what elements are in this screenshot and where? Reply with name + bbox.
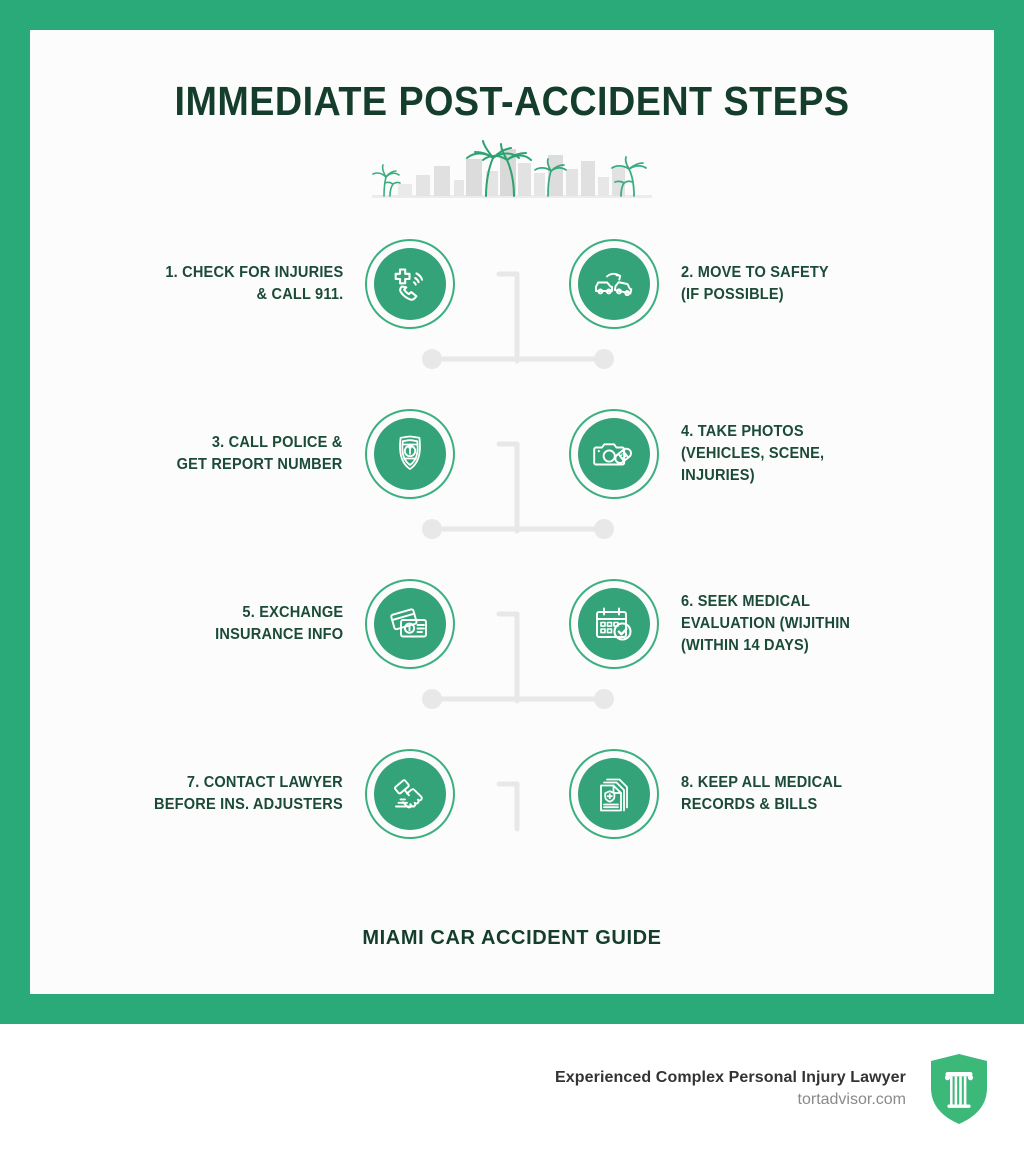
step-row-3: 5. EXCHANGE INSURANCE INFO	[30, 569, 994, 679]
step-1-line-1: 1. CHECK FOR INJURIES	[164, 264, 343, 281]
card-footer-title: MIAMI CAR ACCIDENT GUIDE	[362, 927, 662, 949]
brand-text-block: Experienced Complex Personal Injury Lawy…	[555, 1069, 906, 1109]
phone-medical-cross-icon	[394, 268, 424, 301]
step-4-label-wrap: 4. TAKE PHOTOS (VEHICLES, SCENE, INJURIE…	[663, 421, 994, 487]
brand-url[interactable]: tortadvisor.com	[797, 1091, 906, 1108]
step-row-2: 3. CALL POLICE & GET REPORT NUMBER	[30, 399, 994, 509]
infographic-poster: IMMEDIATE POST-ACCIDENT STEPS	[0, 0, 1024, 1024]
step-6-line-3: (WITHIN 14 DAYS)	[681, 637, 810, 654]
step-2-line-1: 2. MOVE TO SAFETY	[681, 264, 829, 281]
step-5-icon-slot	[361, 579, 459, 669]
step-7-disc	[374, 758, 447, 830]
step-7-line-1: 7. CONTACT LAWYER	[186, 774, 343, 791]
step-2-ring	[568, 239, 659, 329]
step-3-icon-slot	[361, 409, 459, 499]
step-5-label-wrap: 5. EXCHANGE INSURANCE INFO	[30, 602, 361, 646]
step-7-label: 7. CONTACT LAWYER BEFORE INS. ADJUSTERS	[154, 772, 343, 816]
step-8-disc	[577, 758, 650, 830]
handshake-gavel-icon	[394, 779, 423, 809]
step-4-disc	[577, 418, 650, 490]
step-row-4: 7. CONTACT LAWYER BEFORE INS. ADJUSTERS	[30, 739, 994, 849]
step-5-ring	[365, 579, 456, 669]
step-5-line-1: 5. EXCHANGE	[242, 604, 343, 621]
step-2-circle[interactable]	[568, 239, 659, 329]
step-1-line-2: & CALL 911.	[256, 286, 343, 303]
step-3-line-2: GET REPORT NUMBER	[176, 456, 343, 473]
step-5-label: 5. EXCHANGE INSURANCE INFO	[215, 602, 343, 646]
miami-skyline-icon	[372, 140, 652, 198]
brand-tagline: Experienced Complex Personal Injury Lawy…	[555, 1069, 906, 1086]
brand-bar: Experienced Complex Personal Injury Lawy…	[0, 1024, 1024, 1154]
step-8-circle[interactable]	[568, 749, 659, 839]
step-2-line-2: (IF POSSIBLE)	[681, 286, 784, 303]
step-2-icon-slot	[565, 239, 663, 329]
step-3-disc	[374, 418, 447, 490]
step-4-line-3: INJURIES)	[681, 467, 755, 484]
step-8-line-2: RECORDS & BILLS	[681, 796, 818, 813]
step-1-ring	[365, 239, 456, 329]
medical-records-documents-icon	[600, 778, 628, 812]
step-8-line-1: 8. KEEP ALL MEDICAL	[681, 774, 843, 791]
calendar-check-icon	[595, 607, 632, 641]
step-5-disc	[374, 588, 447, 660]
steps-grid: 1. CHECK FOR INJURIES & CALL 911.	[30, 229, 994, 849]
step-1-disc	[374, 248, 447, 320]
step-6-line-2: EVALUATION (WIJITHIN	[681, 615, 851, 632]
step-2-label: 2. MOVE TO SAFETY (IF POSSIBLE)	[681, 262, 829, 306]
step-7-ring	[365, 749, 456, 839]
step-2-disc	[577, 248, 650, 320]
step-3-line-1: 3. CALL POLICE &	[212, 434, 343, 451]
step-6-label: 6. SEEK MEDICAL EVALUATION (WIJITHIN (WI…	[681, 591, 850, 657]
step-1-label-wrap: 1. CHECK FOR INJURIES & CALL 911.	[30, 262, 361, 306]
step-row-1: 1. CHECK FOR INJURIES & CALL 911.	[30, 229, 994, 339]
step-7-line-2: BEFORE INS. ADJUSTERS	[154, 796, 343, 813]
step-1-icon-slot	[361, 239, 459, 329]
step-6-circle[interactable]	[568, 579, 659, 669]
step-8-label-wrap: 8. KEEP ALL MEDICAL RECORDS & BILLS	[663, 772, 994, 816]
step-connectors	[422, 271, 614, 832]
camera-bandage-icon	[593, 443, 632, 466]
step-4-label: 4. TAKE PHOTOS (VEHICLES, SCENE, INJURIE…	[681, 421, 824, 487]
step-8-ring	[568, 749, 659, 839]
step-1-circle[interactable]	[365, 239, 456, 329]
step-4-icon-slot	[565, 409, 663, 499]
step-3-ring	[365, 409, 456, 499]
shield-column-logo[interactable]	[928, 1052, 990, 1126]
step-4-ring	[568, 409, 659, 499]
step-8-label: 8. KEEP ALL MEDICAL RECORDS & BILLS	[681, 772, 842, 816]
page-title: IMMEDIATE POST-ACCIDENT STEPS	[174, 78, 850, 124]
step-6-disc	[577, 588, 650, 660]
step-6-ring	[568, 579, 659, 669]
step-5-circle[interactable]	[365, 579, 456, 669]
skyline-illustration-wrap	[30, 139, 994, 201]
step-8-icon-slot	[565, 749, 663, 839]
step-7-circle[interactable]	[365, 749, 456, 839]
step-7-label-wrap: 7. CONTACT LAWYER BEFORE INS. ADJUSTERS	[30, 772, 361, 816]
insurance-cards-icon	[390, 608, 428, 638]
infographic-card: IMMEDIATE POST-ACCIDENT STEPS	[30, 30, 994, 994]
step-3-circle[interactable]	[365, 409, 456, 499]
step-4-line-1: 4. TAKE PHOTOS	[681, 423, 804, 440]
step-6-label-wrap: 6. SEEK MEDICAL EVALUATION (WIJITHIN (WI…	[663, 591, 994, 657]
step-3-label-wrap: 3. CALL POLICE & GET REPORT NUMBER	[30, 432, 361, 476]
police-badge-icon	[399, 435, 421, 470]
step-4-line-2: (VEHICLES, SCENE,	[681, 445, 825, 462]
step-7-icon-slot	[361, 749, 459, 839]
step-6-line-1: 6. SEEK MEDICAL	[681, 593, 811, 610]
step-6-icon-slot	[565, 579, 663, 669]
step-1-label: 1. CHECK FOR INJURIES & CALL 911.	[165, 262, 343, 306]
step-5-line-2: INSURANCE INFO	[214, 626, 343, 643]
step-4-circle[interactable]	[568, 409, 659, 499]
two-cars-move-arrow-icon	[594, 272, 633, 297]
step-3-label: 3. CALL POLICE & GET REPORT NUMBER	[177, 432, 343, 476]
step-2-label-wrap: 2. MOVE TO SAFETY (IF POSSIBLE)	[663, 262, 994, 306]
